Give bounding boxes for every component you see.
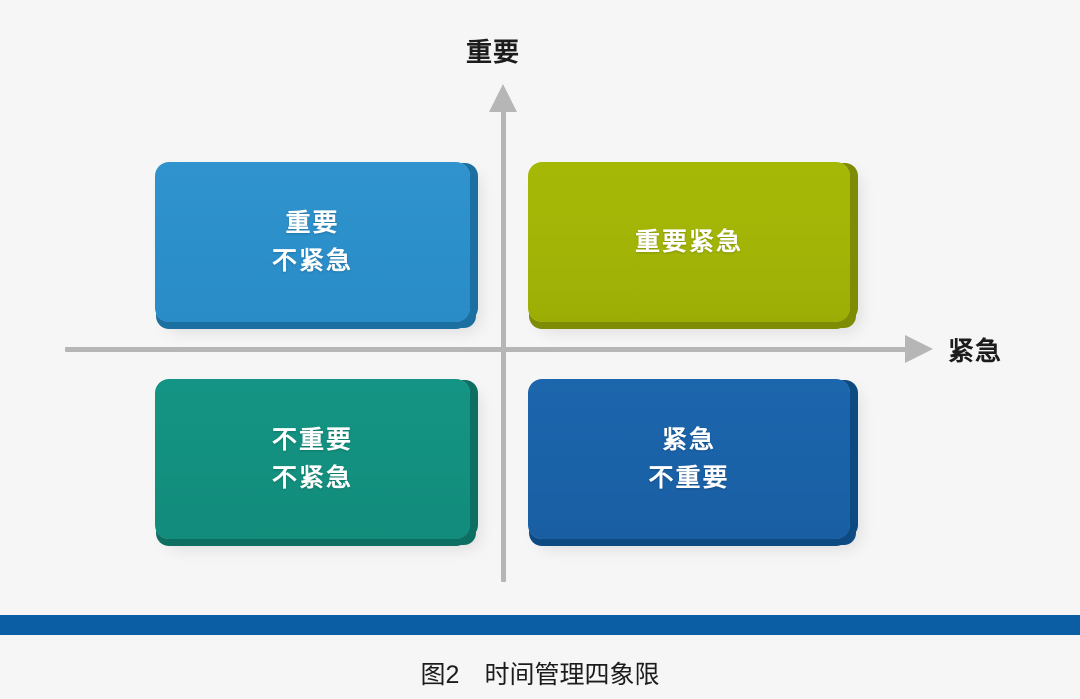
quadrant-label-line1: 不重要 <box>271 426 353 454</box>
quadrant-label-line2: 不紧急 <box>271 247 353 275</box>
quadrant-urgent-not-important: 紧急 不重要 <box>528 379 850 539</box>
horizontal-axis-label: 紧急 <box>948 336 1003 366</box>
quadrant-label-line1: 重要紧急 <box>634 228 743 256</box>
quadrant-label-line2: 不重要 <box>648 464 730 492</box>
quadrant-important-not-urgent: 重要 不紧急 <box>155 162 470 322</box>
arrow-right-icon <box>905 335 933 363</box>
quadrant-important-urgent: 重要紧急 <box>528 162 850 322</box>
figure-caption: 图2 时间管理四象限 <box>420 661 660 689</box>
quadrant-label-line1: 重要 <box>285 209 340 237</box>
quadrant-label-line1: 紧急 <box>661 426 716 454</box>
bottom-divider-rule <box>0 615 1080 635</box>
quadrant-label-line2: 不紧急 <box>271 464 353 492</box>
arrow-up-icon <box>489 84 517 112</box>
quadrant-not-important-not-urgent: 不重要 不紧急 <box>155 379 470 539</box>
vertical-axis-line <box>501 110 506 582</box>
vertical-axis-label: 重要 <box>466 37 521 67</box>
horizontal-axis-line <box>65 347 913 352</box>
